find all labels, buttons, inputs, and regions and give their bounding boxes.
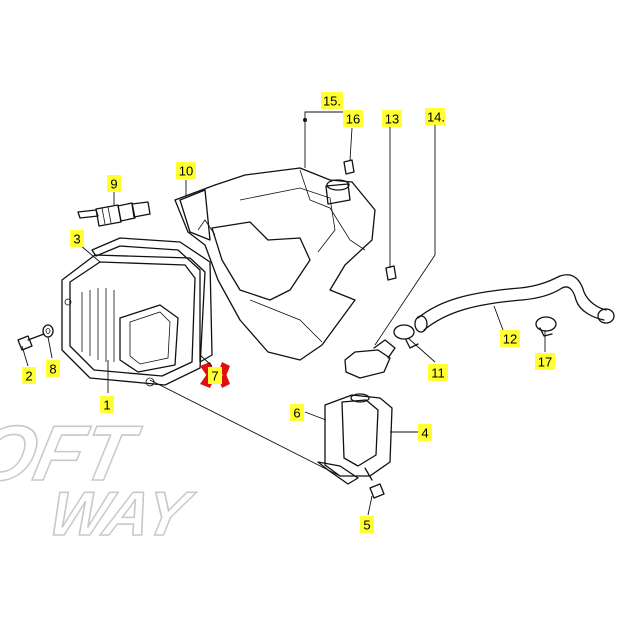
callout-10: 10 (176, 162, 196, 179)
callout-8-label: 8 (49, 362, 56, 377)
callout-11: 11 (428, 364, 448, 381)
breather-hose (414, 274, 607, 333)
callout-10-label: 10 (179, 164, 193, 179)
callout-17-label: 17 (538, 355, 552, 370)
callout-12-label: 12 (503, 332, 517, 347)
callout-13: 13 (382, 110, 402, 127)
callout-6-label: 6 (293, 406, 300, 421)
air-shroud (174, 167, 376, 361)
callout-14-label: 14. (427, 110, 445, 125)
callout-8: 8 (46, 360, 60, 377)
watermark-line2: WAY (43, 480, 199, 549)
leader-lines (21, 111, 546, 516)
callout-15: 15. (321, 92, 343, 109)
hose-clamp-17 (535, 308, 615, 337)
screw-5 (364, 467, 385, 499)
callout-17: 17 (535, 353, 555, 370)
cover-gasket (91, 237, 213, 363)
softway-watermark: SOFT WAY (0, 409, 201, 550)
callout-4: 4 (418, 424, 432, 441)
callout-7: 7 (208, 367, 222, 384)
callouts: 1 2 3 4 5 6 7 8 9 10 11 12 13 14. 15. 16… (22, 92, 555, 533)
callout-2: 2 (22, 367, 36, 384)
callout-3-label: 3 (73, 232, 80, 247)
callout-9-label: 9 (110, 177, 117, 192)
callout-7-label: 7 (211, 369, 218, 384)
clips (343, 159, 397, 281)
callout-1-label: 1 (103, 398, 110, 413)
callout-2-label: 2 (25, 369, 32, 384)
callout-5: 5 (360, 516, 374, 533)
callout-3: 3 (70, 230, 84, 247)
watermark-line1: SOFT (0, 410, 147, 497)
breather-cap (344, 339, 396, 379)
callout-16-label: 16 (346, 112, 360, 127)
spark-plug (77, 201, 151, 227)
callout-11-label: 11 (431, 366, 445, 381)
callout-13-label: 13 (385, 112, 399, 127)
callout-12: 12 (500, 330, 520, 347)
callout-14: 14. (425, 108, 445, 125)
callout-1: 1 (100, 396, 114, 413)
callout-4-label: 4 (421, 426, 428, 441)
hose-clamp (393, 324, 419, 349)
breather-box (317, 393, 393, 485)
callout-16: 16 (343, 110, 363, 127)
callout-9: 9 (107, 175, 121, 192)
callout-6: 6 (290, 404, 304, 421)
callout-5-label: 5 (363, 518, 370, 533)
cylinder-head-cover (61, 254, 206, 387)
callout-15-label: 15. (323, 94, 341, 109)
